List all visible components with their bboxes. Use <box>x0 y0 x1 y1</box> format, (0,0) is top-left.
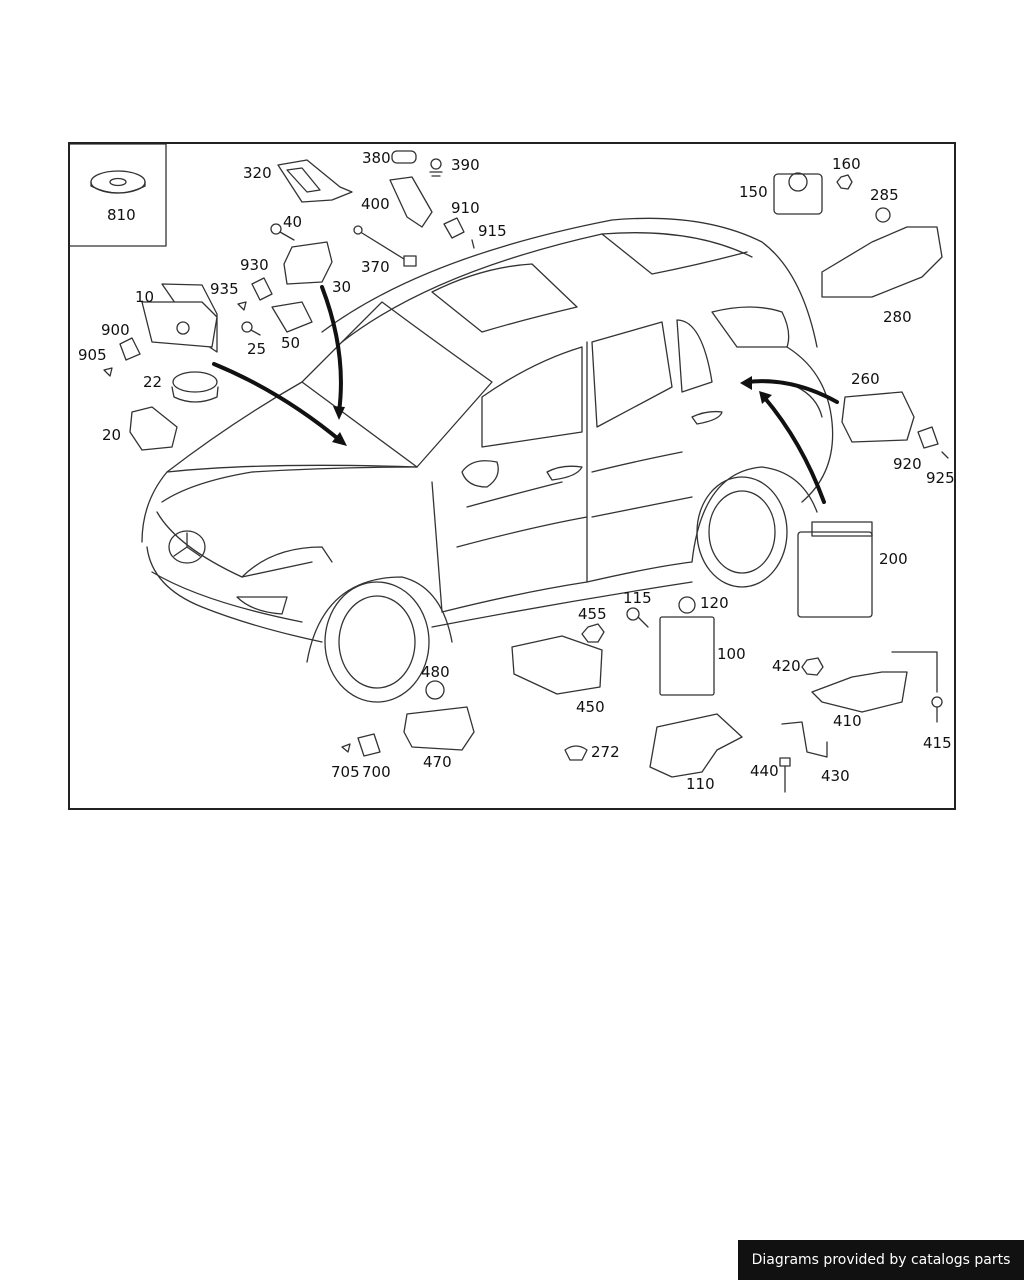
part-label-410: 410 <box>833 712 862 730</box>
part-label-120: 120 <box>700 594 729 612</box>
screw-25-icon <box>241 321 261 336</box>
pin-915-icon <box>471 239 475 249</box>
part-label-25: 25 <box>247 340 267 358</box>
part-label-200: 200 <box>879 550 908 568</box>
part-label-272: 272 <box>591 743 620 761</box>
clip-part-icon <box>391 150 417 164</box>
bolt-440-icon <box>779 757 791 793</box>
module-20-icon <box>129 406 178 451</box>
footer-text: Diagrams provided by catalogs parts <box>751 1252 1011 1268</box>
part-label-10: 10 <box>135 288 155 306</box>
keypad-part-icon <box>277 159 353 203</box>
nut-160-icon <box>836 174 853 190</box>
screw-415-icon <box>931 696 943 723</box>
diagram-frame: 810 320 380 390 400 910 915 40 370 930 3… <box>68 142 956 810</box>
part-label-40: 40 <box>283 213 303 231</box>
screw-part-icon <box>429 158 443 177</box>
part-label-260: 260 <box>851 370 880 388</box>
part-label-22: 22 <box>143 373 163 391</box>
part-label-370: 370 <box>361 258 390 276</box>
part-label-100: 100 <box>717 645 746 663</box>
module-470-icon <box>403 706 475 751</box>
part-label-910: 910 <box>451 199 480 217</box>
part-label-450: 450 <box>576 698 605 716</box>
part-label-935: 935 <box>210 280 239 298</box>
pointer-arrows <box>212 285 839 504</box>
part-label-705: 705 <box>331 763 360 781</box>
nut-455-icon <box>581 623 605 643</box>
part-label-700: 700 <box>362 763 391 781</box>
part-label-30: 30 <box>332 278 352 296</box>
bracket-280-icon <box>821 226 943 298</box>
unit-30-icon <box>283 241 333 285</box>
part-label-150: 150 <box>739 183 768 201</box>
connector-920-icon <box>917 426 939 449</box>
connector-900-icon <box>119 337 141 361</box>
bracket-110-icon <box>649 713 743 778</box>
pin-705-icon <box>341 743 351 753</box>
part-label-420: 420 <box>772 657 801 675</box>
parts-diagram <box>70 144 949 793</box>
connector-930-icon <box>251 277 273 301</box>
part-label-115: 115 <box>623 589 652 607</box>
part-label-430: 430 <box>821 767 850 785</box>
connector-910-icon <box>443 217 465 239</box>
camera-10-icon <box>141 283 218 353</box>
pin-905-icon <box>103 367 113 377</box>
module-260-icon <box>841 391 915 443</box>
part-label-920: 920 <box>893 455 922 473</box>
part-label-900: 900 <box>101 321 130 339</box>
speaker-150-icon <box>773 172 823 215</box>
part-label-160: 160 <box>832 155 861 173</box>
pin-925-icon <box>941 451 949 459</box>
nut-480-icon <box>425 680 445 700</box>
bracket-410-icon <box>811 671 908 713</box>
part-label-390: 390 <box>451 156 480 174</box>
pin-935-icon <box>237 301 247 311</box>
part-label-440: 440 <box>750 762 779 780</box>
module-400-icon <box>389 176 433 228</box>
control-unit-200-icon <box>797 521 873 618</box>
footer-credit: Diagrams provided by catalogs parts <box>738 1240 1024 1280</box>
part-label-915: 915 <box>478 222 507 240</box>
part-label-810: 810 <box>107 206 136 224</box>
screw-115-icon <box>626 607 649 628</box>
cable-370-icon <box>353 225 417 267</box>
part-label-400: 400 <box>361 195 390 213</box>
part-label-380: 380 <box>362 149 391 167</box>
part-label-455: 455 <box>578 605 607 623</box>
part-label-285: 285 <box>870 186 899 204</box>
vehicle-outline <box>141 217 834 703</box>
part-label-930: 930 <box>240 256 269 274</box>
part-label-470: 470 <box>423 753 452 771</box>
part-label-415: 415 <box>923 734 952 752</box>
part-label-280: 280 <box>883 308 912 326</box>
arrow-heads <box>332 376 772 446</box>
part-label-110: 110 <box>686 775 715 793</box>
screw-40-icon <box>270 223 295 241</box>
part-label-320: 320 <box>243 164 272 182</box>
drive-22-icon <box>171 371 219 403</box>
part-label-480: 480 <box>421 663 450 681</box>
disc-icon <box>90 170 146 194</box>
callout-line-415 <box>891 651 938 693</box>
disc-inset-box <box>70 144 167 247</box>
connector-700-icon <box>357 733 381 757</box>
nut-120-icon <box>678 596 696 614</box>
bracket-430-icon <box>781 721 828 758</box>
part-label-925: 925 <box>926 469 955 487</box>
washer-285-icon <box>875 207 891 223</box>
part-label-905: 905 <box>78 346 107 364</box>
plug-272-icon <box>564 745 588 761</box>
nut-420-icon <box>801 657 824 676</box>
bracket-50-icon <box>271 301 313 333</box>
unit-100-icon <box>659 616 715 696</box>
module-450-icon <box>511 635 603 695</box>
part-label-50: 50 <box>281 334 301 352</box>
part-label-20: 20 <box>102 426 122 444</box>
